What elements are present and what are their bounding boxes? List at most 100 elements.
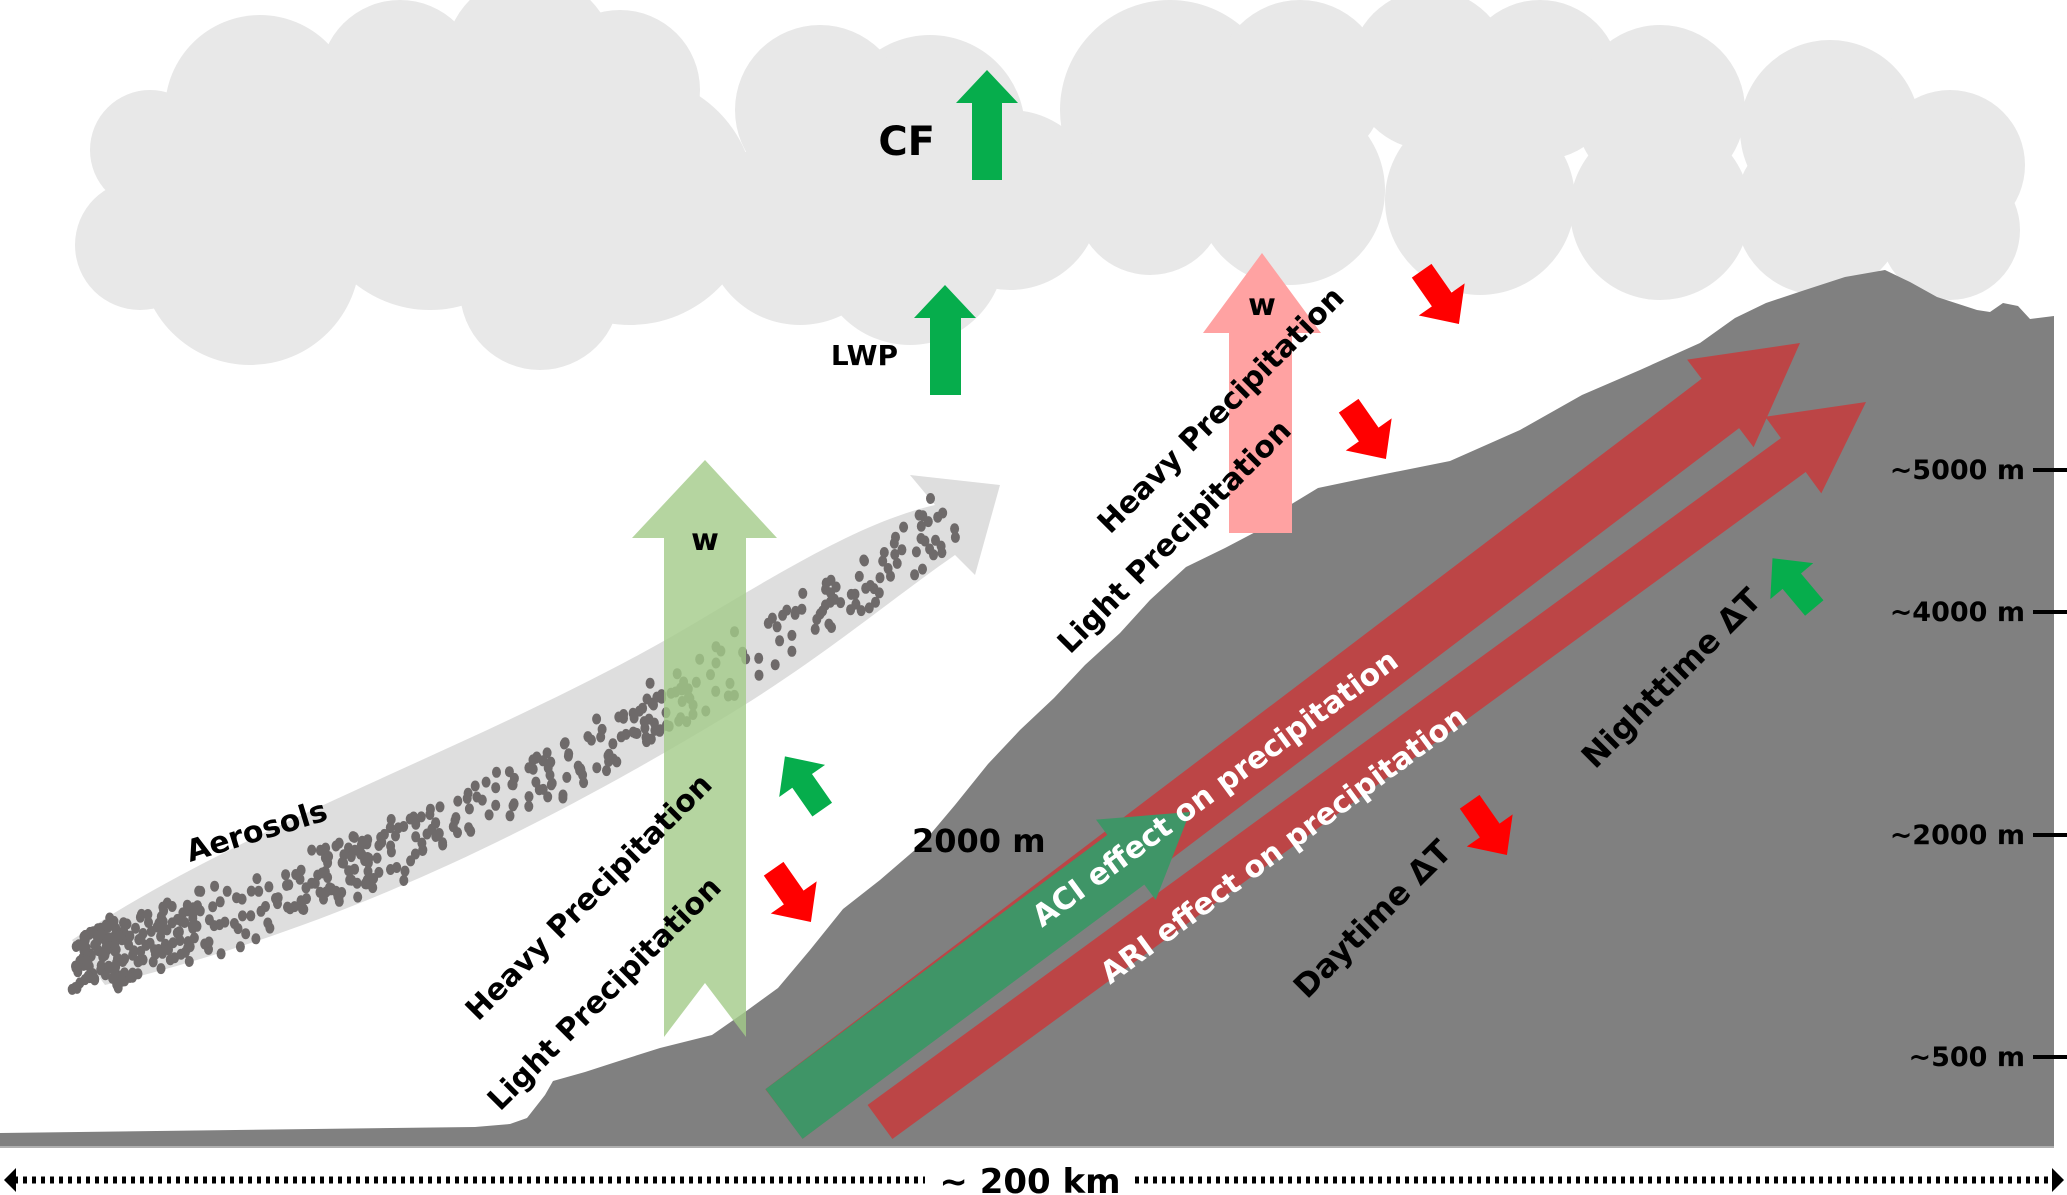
aerosol-particle	[619, 709, 629, 720]
aerosol-particle	[174, 926, 184, 938]
aerosol-particle	[646, 733, 656, 745]
aerosol-particle	[400, 865, 410, 877]
aerosol-particle	[256, 905, 266, 917]
aerosol-particle	[331, 885, 341, 897]
aerosol-particle	[509, 798, 519, 810]
aerosol-particle	[110, 960, 120, 972]
aerosol-particle	[110, 939, 120, 951]
aerosol-particle	[886, 570, 895, 582]
aerosol-particle	[528, 763, 538, 775]
aerosol-particle	[871, 596, 880, 608]
aerosol-particle	[931, 534, 940, 546]
aerosol-particle	[453, 827, 462, 839]
aerosol-particle	[916, 520, 926, 532]
aerosol-particle	[156, 930, 166, 942]
aerosol-particle	[911, 546, 921, 558]
aerosol-particle	[528, 754, 538, 766]
aerosol-particle	[372, 852, 382, 864]
left-cloud	[75, 0, 1100, 370]
aerosol-particle	[290, 901, 300, 913]
aerosol-particle	[772, 621, 782, 633]
aerosol-particle	[298, 902, 308, 914]
aerosol-particle	[431, 817, 441, 829]
aerosol-particle	[860, 555, 869, 567]
altitude-axis: ~5000 m ~4000 m ~2000 m ~500 m	[1890, 455, 2067, 1073]
aerosol-particle	[104, 960, 114, 972]
aerosol-particle	[560, 737, 570, 749]
aerosol-particle	[291, 869, 301, 880]
aerosol-particle	[204, 936, 214, 948]
aerosol-particle	[422, 828, 432, 840]
aerosol-particle	[770, 659, 780, 671]
aerosol-particle	[754, 669, 764, 681]
aerosol-particle	[657, 689, 667, 701]
aerosol-particle	[851, 598, 861, 610]
aerosol-particle	[411, 818, 421, 830]
aerosol-particle	[920, 535, 930, 547]
aerosol-particle	[787, 629, 797, 641]
aerosol-particle	[229, 918, 239, 929]
aerosol-particle	[156, 911, 166, 923]
aerosol-particle	[317, 867, 327, 879]
aerosol-particle	[136, 946, 146, 957]
aerosol-particle	[484, 809, 494, 821]
aerosol-particle	[592, 713, 602, 725]
aerosol-particle	[918, 563, 927, 575]
aerosol-particle	[152, 921, 162, 933]
aerosol-particle	[392, 862, 402, 873]
aerosol-particle	[865, 580, 875, 591]
aerosol-particle	[357, 835, 367, 847]
aerosol-particle	[356, 848, 365, 860]
cf-increase-arrow-icon	[956, 70, 1018, 180]
aerosol-particle	[492, 766, 501, 778]
aerosol-particle	[120, 953, 130, 965]
aerosol-particle	[144, 917, 153, 928]
aerosol-particle	[543, 791, 553, 803]
lwp-increase-arrow-icon	[914, 285, 976, 395]
aerosol-particle	[897, 544, 907, 556]
aerosol-particle	[524, 800, 534, 812]
tick-label-500: ~500 m	[1908, 1042, 2025, 1073]
aerosol-particle	[538, 755, 548, 767]
aerosol-particle	[282, 879, 291, 891]
aerosol-particle	[937, 547, 947, 559]
aerosol-particle	[184, 956, 194, 967]
aerosol-particle	[879, 547, 889, 558]
aerosol-particle	[854, 570, 864, 582]
aerosol-particle	[136, 932, 146, 944]
aerosol-particle	[189, 932, 199, 944]
aerosol-particle	[642, 693, 652, 705]
aerosol-particle	[645, 677, 655, 689]
tick-label-4000: ~4000 m	[1890, 597, 2025, 628]
aerosol-particle	[215, 896, 225, 908]
updraft-label-right: w	[1248, 288, 1276, 323]
aerosol-band	[72, 475, 1000, 985]
aerosol-particle	[926, 493, 935, 504]
aerosol-particle	[167, 901, 177, 912]
aerosol-particle	[481, 776, 491, 788]
aci-arrow-shape	[765, 812, 1190, 1139]
daytime-decrease-arrow-icon	[1459, 794, 1513, 856]
aerosol-particle	[621, 728, 631, 740]
aerosol-particle	[216, 948, 226, 960]
aerosol-particle	[117, 975, 127, 987]
aerosol-particle	[542, 747, 552, 759]
aerosol-particle	[608, 738, 618, 750]
aerosol-particle	[628, 726, 638, 738]
aerosol-particle	[108, 972, 118, 984]
aerosol-particle	[416, 811, 426, 823]
aci-arrow	[765, 812, 1190, 1139]
aerosol-particle	[133, 968, 143, 980]
aerosol-particle	[122, 918, 132, 930]
aerosol-particle	[821, 583, 831, 595]
aerosol-particle	[634, 705, 644, 717]
aerosol-particle	[846, 588, 856, 600]
aerosol-particle	[463, 787, 473, 799]
aerosol-particle	[353, 891, 363, 903]
aerosol-particle	[531, 776, 541, 788]
aerosol-particle	[188, 912, 198, 924]
aerosol-particle	[182, 899, 192, 911]
aerosol-particle	[386, 840, 396, 852]
aerosol-particle	[810, 623, 820, 635]
